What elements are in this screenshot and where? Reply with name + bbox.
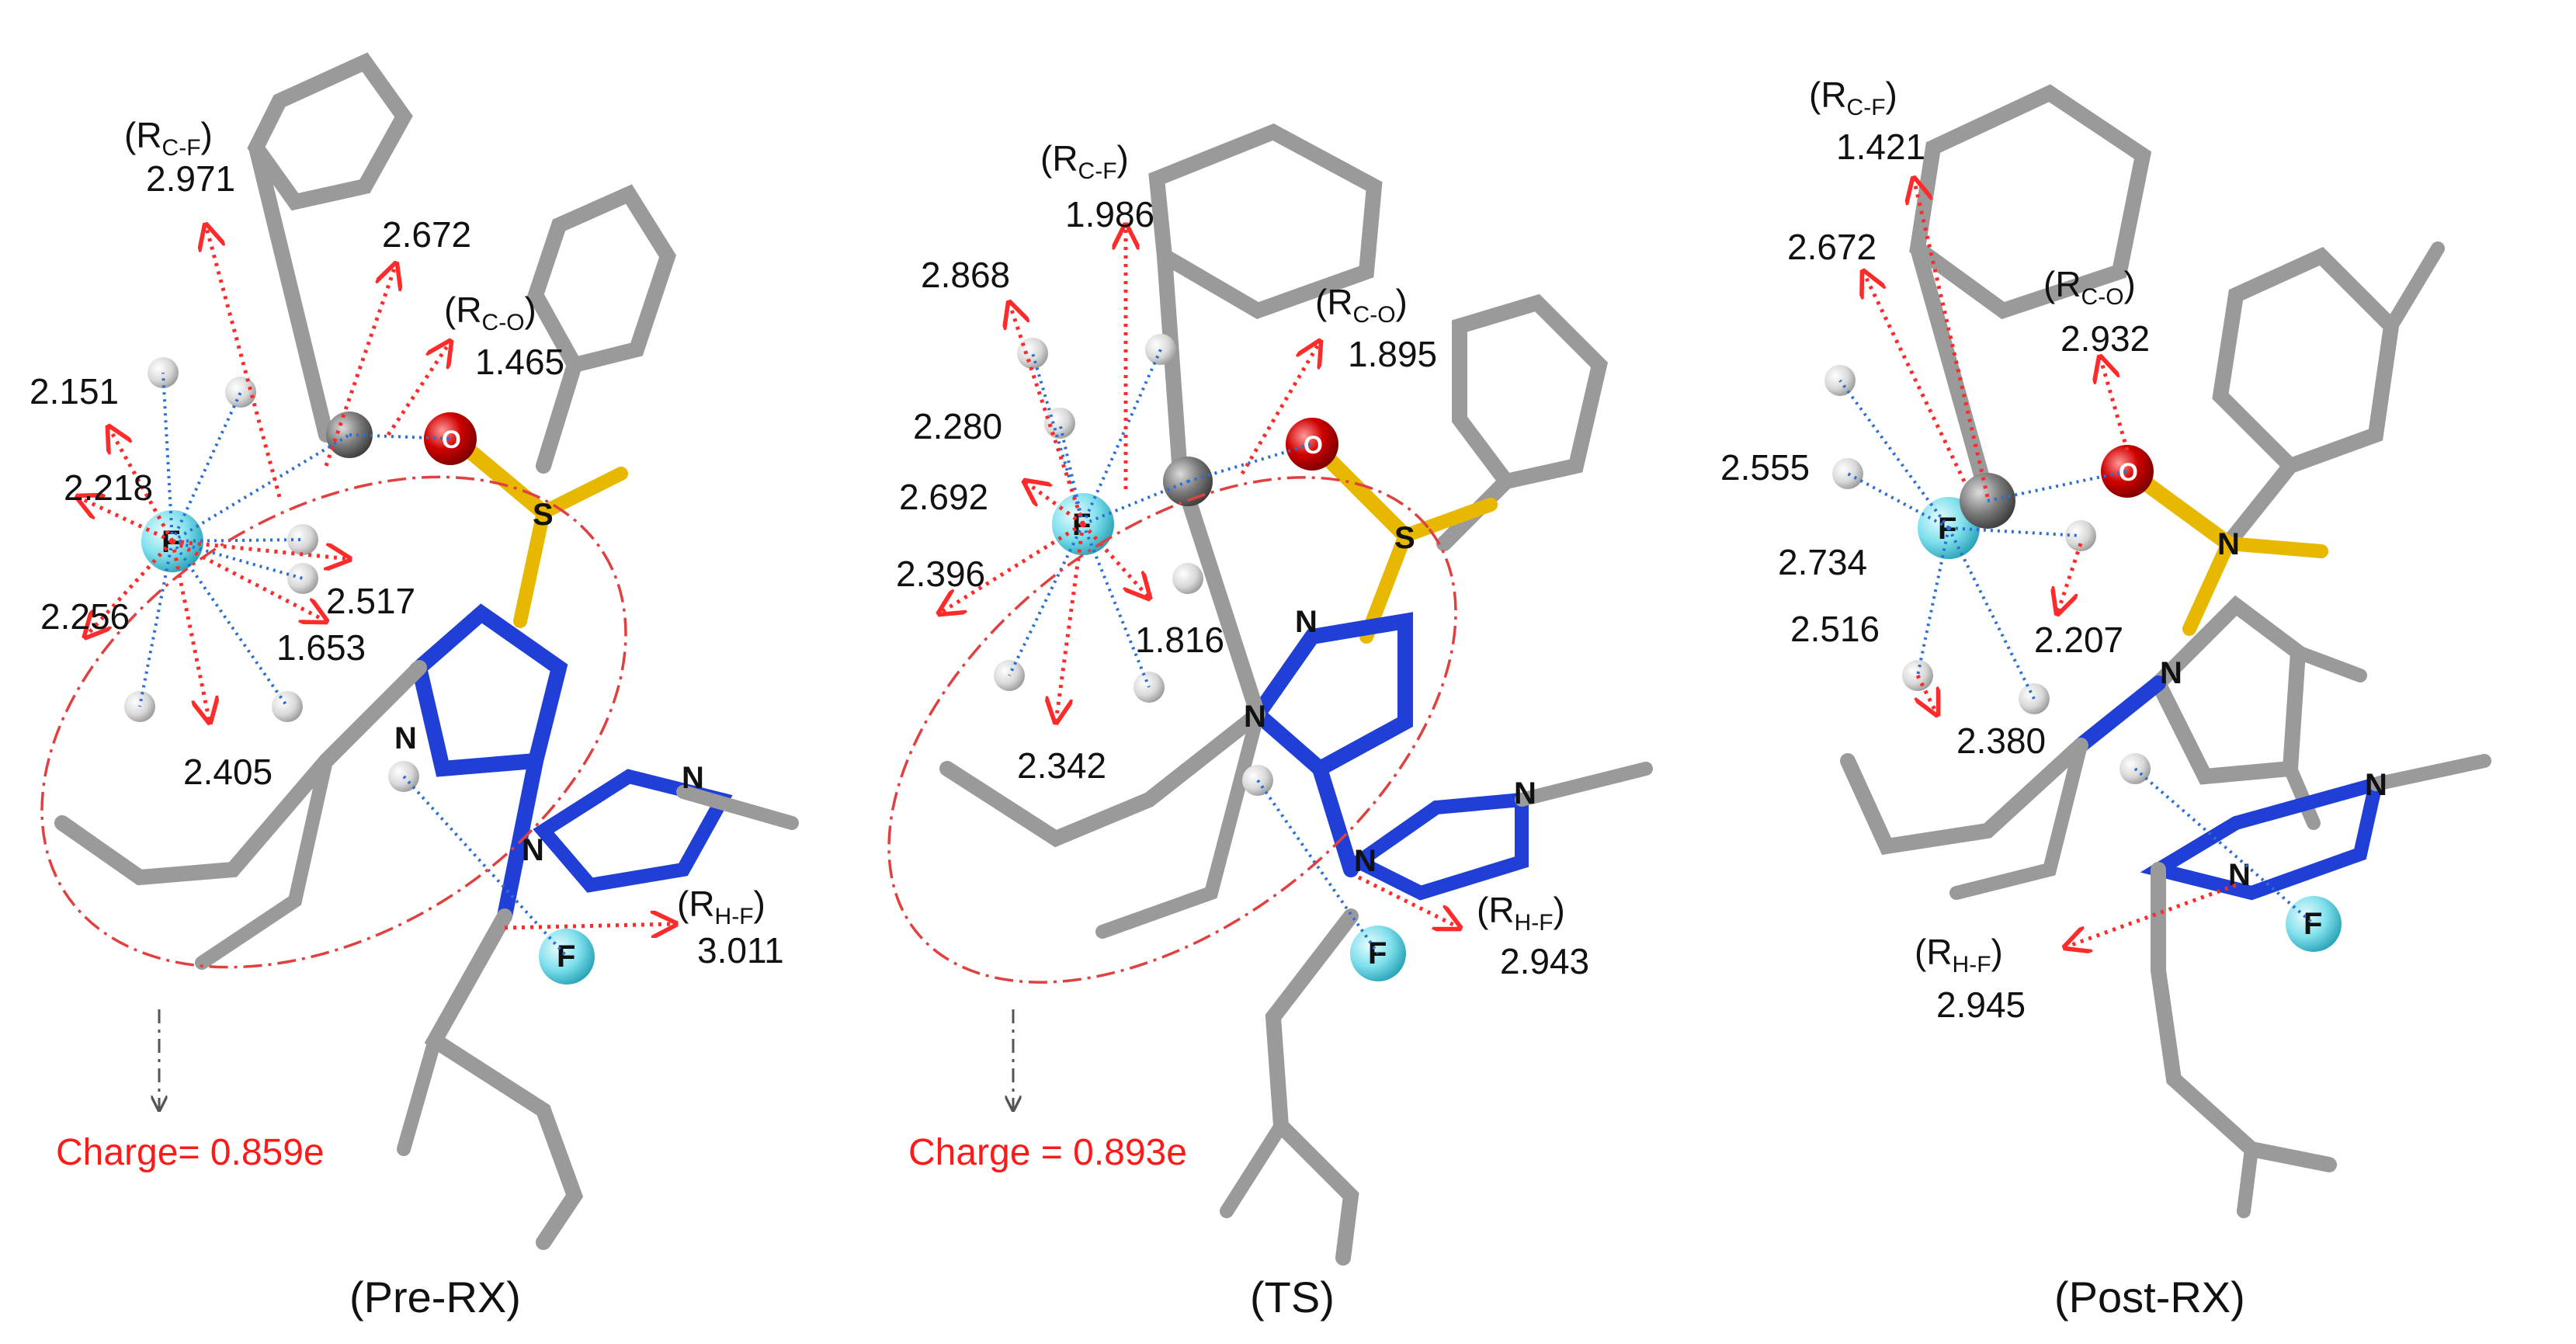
molecule-skeleton (1840, 84, 2491, 1218)
value-distance: 2.218 (64, 467, 153, 508)
oxygen-atom (2101, 445, 2154, 498)
atom-label-n: N (394, 721, 417, 755)
label-rcf-sub: C-F (1078, 158, 1117, 184)
hydrogen-atom (1172, 563, 1203, 594)
atom-label-o: O (2119, 458, 2138, 486)
label-rco-sub: C-O (2081, 284, 2124, 310)
panel-caption: (Pre-RX) (349, 1273, 521, 1321)
value-rcf: 1.421 (1836, 127, 1925, 167)
value-distance: 2.692 (899, 477, 988, 517)
contact-lines (1008, 349, 1380, 955)
panel-ts: F F O S N N N N (887, 123, 1653, 1321)
label-rhf: (RH-F) (1477, 890, 1565, 936)
charge-region-ellipse (887, 476, 1457, 984)
label-rhf-sub: H-F (1515, 910, 1554, 936)
label-rco: (RC-O) (444, 290, 536, 335)
value-distance: 1.816 (1135, 620, 1224, 660)
atom-label-n: N (2217, 527, 2240, 561)
value-distance: 2.516 (1790, 609, 1880, 649)
panel-pre-rx: F F O S N N N (30, 52, 799, 1321)
label-rhf-sub: H-F (715, 904, 754, 929)
value-distance: 2.342 (1017, 745, 1106, 786)
value-rhf: 2.945 (1936, 985, 2026, 1025)
hydrogen-atom (272, 691, 303, 722)
charge-label: Charge= 0.859e (56, 1132, 325, 1173)
oxygen-atom (424, 412, 477, 465)
contact-lines (138, 372, 568, 958)
atom-label-n: N (1514, 776, 1536, 811)
hydrogen-atom (1044, 408, 1075, 439)
value-distance: 2.151 (30, 371, 119, 412)
hydrogen-atom (287, 524, 318, 555)
atom-label-n: N (1354, 844, 1377, 878)
label-rco: (RC-O) (1315, 282, 1408, 328)
value-rhf: 3.011 (697, 930, 784, 971)
panel-post-rx: F F O N N N N (1720, 75, 2491, 1321)
panel-caption: (TS) (1250, 1273, 1335, 1321)
label-rcf: (RC-F) (1040, 138, 1129, 184)
value-distance: 2.405 (183, 752, 273, 792)
molecule-skeleton (54, 52, 799, 1250)
oxygen-atom (1286, 418, 1338, 471)
atom-label-n: N (682, 761, 704, 795)
value-distance: 2.555 (1720, 447, 1810, 488)
atom-label-n: N (2228, 858, 2251, 892)
label-rhf: (RH-F) (677, 884, 766, 929)
distance-arrows (939, 225, 1460, 928)
contact-lines (1838, 379, 2315, 926)
value-distance: 2.517 (326, 581, 415, 621)
fluorine-atom-lower (539, 929, 595, 985)
hydrogen-atom (1145, 334, 1176, 365)
label-rcf-sub: C-F (162, 135, 201, 161)
value-distance: 2.734 (1778, 542, 1867, 582)
value-distance: 2.207 (2034, 620, 2123, 660)
atom-label-s: S (533, 498, 554, 532)
charge-region-ellipse (40, 475, 627, 969)
label-rcf-sub: C-F (1847, 95, 1886, 120)
value-rcf: 1.986 (1065, 194, 1154, 234)
label-rcf: (RC-F) (124, 115, 213, 161)
atom-label-f-lower: F (2303, 907, 2322, 941)
atom-label-n: N (1244, 700, 1266, 734)
label-rco-sub: C-O (1353, 302, 1396, 328)
value-distance: 2.868 (921, 255, 1010, 295)
value-distance: 2.380 (1956, 721, 2046, 761)
value-rhf: 2.943 (1500, 941, 1589, 981)
hydrogen-atom (1832, 458, 1863, 489)
atom-label-o: O (442, 425, 461, 453)
atom-label-n: N (522, 833, 544, 867)
value-distance: 2.672 (382, 214, 471, 255)
value-distance: 2.256 (40, 596, 130, 637)
label-rhf: (RH-F) (1915, 932, 2003, 978)
atom-label-n: N (2160, 656, 2182, 690)
distance-arrows (78, 225, 675, 928)
atom-label-n: N (2365, 768, 2387, 802)
label-rhf-sub: H-F (1953, 952, 1991, 978)
atom-label-o: O (1304, 431, 1323, 459)
atom-label-s: S (1394, 521, 1415, 555)
atom-label-f-lower: F (557, 939, 575, 974)
value-rcf: 2.971 (146, 158, 235, 199)
value-rco: 1.895 (1348, 334, 1437, 374)
molecule-skeleton (939, 123, 1653, 1266)
panel-caption: (Post-RX) (2054, 1273, 2245, 1321)
value-rco: 2.932 (2060, 318, 2150, 359)
label-rcf: (RC-F) (1809, 75, 1897, 120)
value-distance: 2.672 (1787, 227, 1876, 267)
value-distance: 2.280 (913, 406, 1002, 446)
value-rco: 1.465 (475, 342, 564, 382)
hydrogen-atom (1017, 338, 1048, 369)
distance-arrows (1863, 179, 2237, 947)
value-distance: 2.396 (896, 554, 985, 594)
hydrogen-atom (2065, 520, 2096, 551)
hydrogen-atom (225, 377, 256, 408)
value-distance: 1.653 (276, 627, 366, 668)
label-rco-sub: C-O (482, 310, 525, 335)
charge-label: Charge = 0.893e (908, 1132, 1187, 1173)
atom-label-n: N (1295, 605, 1318, 639)
hydrogen-atom (287, 563, 318, 594)
